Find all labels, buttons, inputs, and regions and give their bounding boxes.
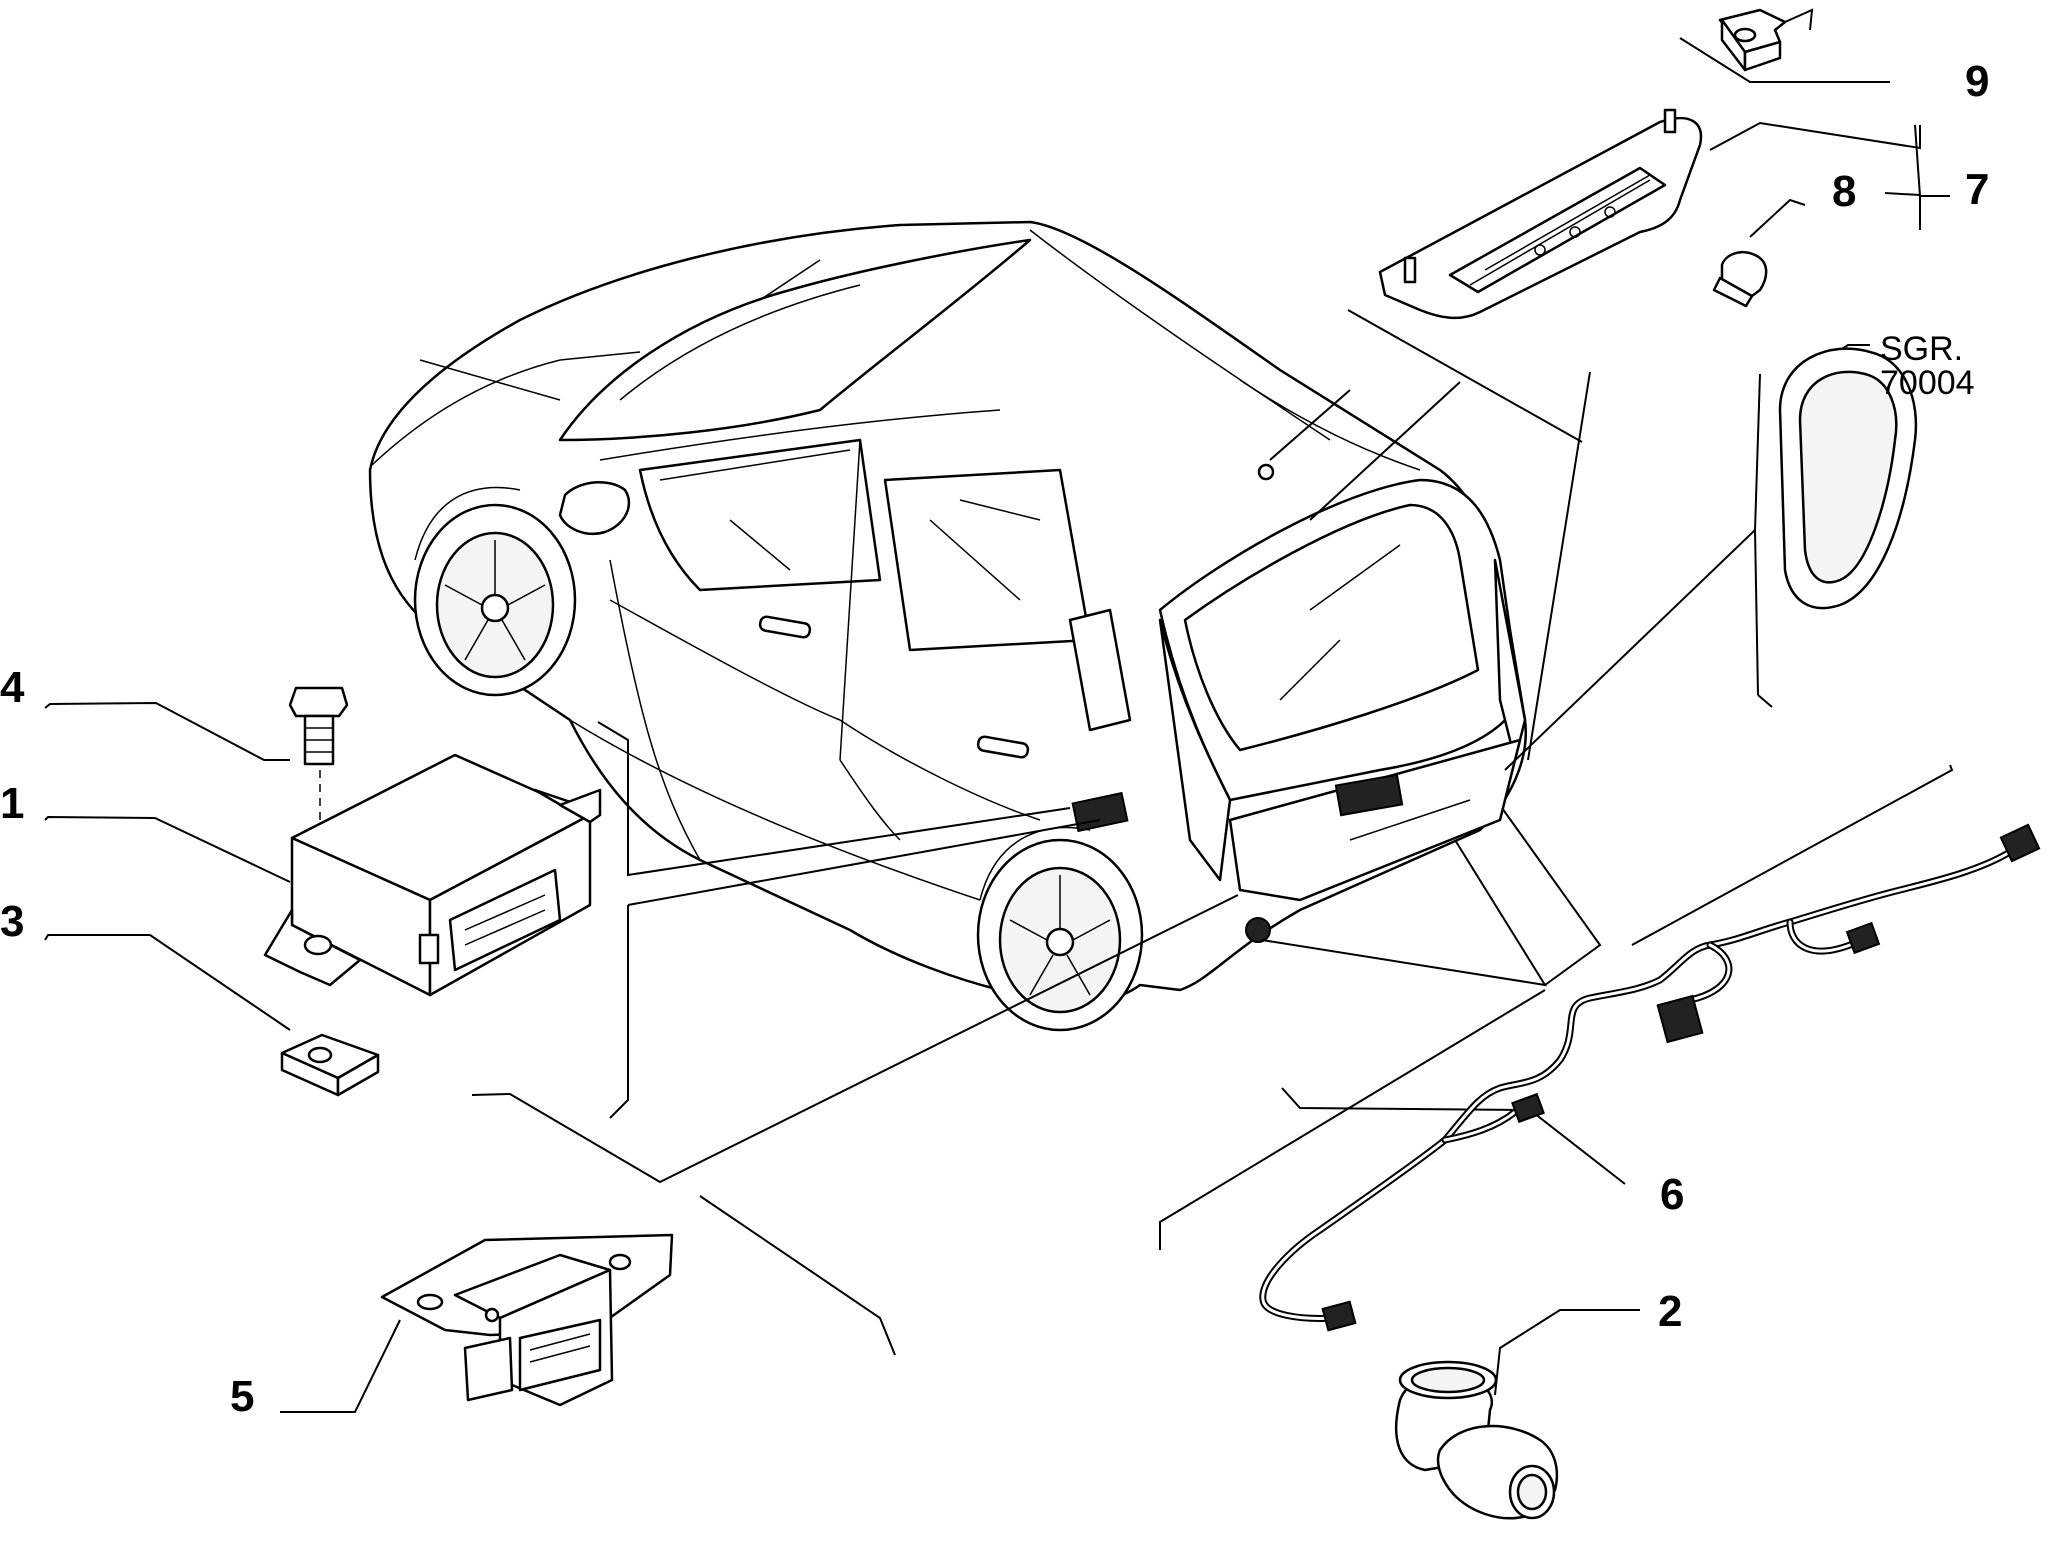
callout-7: 7 <box>1965 165 1990 214</box>
gasket-reference-part <box>1778 347 1918 610</box>
callout-9: 9 <box>1965 57 1990 106</box>
sgr-reference-label: SGR. 70004 <box>1880 330 1975 402</box>
guide-lines <box>44 37 1954 1413</box>
callout-2: 2 <box>1658 1287 1683 1336</box>
part-6-wiring-harness <box>1259 823 2041 1332</box>
part-2-parking-sensor <box>1395 1360 1559 1520</box>
callout-6: 6 <box>1660 1170 1685 1219</box>
callout-3: 3 <box>0 897 25 946</box>
callout-5: 5 <box>230 1372 255 1421</box>
callout-8: 8 <box>1832 167 1857 216</box>
callout-4: 4 <box>0 663 25 712</box>
car-illustration <box>368 220 1527 1032</box>
part-9-clip <box>1718 8 1814 72</box>
part-7-brake-light <box>1378 108 1703 320</box>
part-8-bulb <box>1712 250 1768 308</box>
part-4-bolt <box>288 686 349 905</box>
part-5-bracket-module <box>380 1233 674 1407</box>
callout-1: 1 <box>0 779 25 828</box>
part-1-control-unit <box>263 753 602 997</box>
part-3-clip-nut <box>280 1033 380 1097</box>
